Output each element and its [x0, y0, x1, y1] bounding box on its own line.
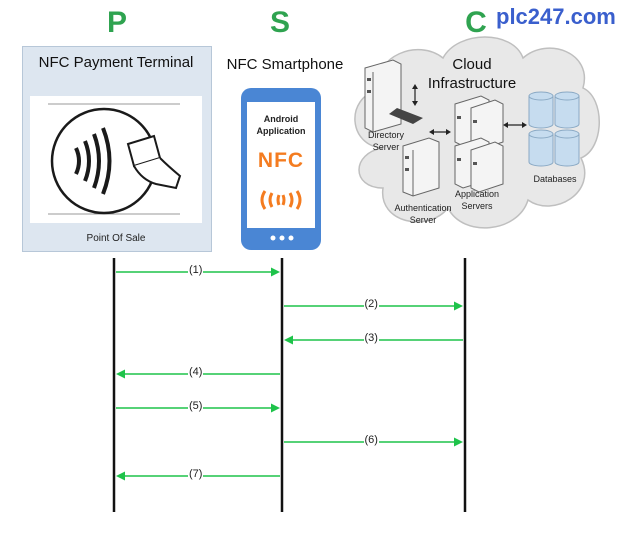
double-arrow-right-icon: [503, 122, 527, 128]
databases-label: Databases: [533, 174, 577, 184]
smartphone-screen: [247, 102, 315, 228]
message-label: (2): [363, 298, 379, 310]
message-label: (6): [363, 434, 379, 446]
directory-server-label: Directory Server: [367, 130, 404, 152]
phone-buttons-icon: [270, 235, 294, 241]
nfc-logo-text: NFC: [257, 149, 305, 172]
point-of-sale-label: Point Of Sale: [86, 233, 146, 244]
directory-server-icon: [364, 59, 423, 133]
android-app-label: Android Application: [256, 114, 306, 136]
message-label: (3): [363, 332, 379, 344]
contactless-icon: [48, 103, 182, 215]
message-label: (1): [188, 264, 204, 276]
nfc-waves-icon: [260, 190, 302, 210]
databases-icon: [528, 91, 580, 167]
watermark: plc247.com: [496, 4, 616, 29]
column-letter-c: C: [465, 6, 487, 39]
application-servers-label: Application Servers: [454, 189, 500, 211]
column-letter-p: P: [106, 6, 127, 39]
authentication-server-label: Authentication Server: [394, 203, 452, 225]
message-label: (7): [188, 468, 204, 480]
application-servers-icon: [454, 95, 504, 193]
cloud-title: Cloud Infrastructure: [427, 56, 517, 92]
double-arrow-left-icon: [429, 129, 451, 135]
message-label: (5): [188, 400, 204, 412]
payment-terminal-title: NFC Payment Terminal: [38, 54, 194, 71]
vertical-double-arrow-icon: [412, 84, 418, 106]
message-label: (4): [188, 366, 204, 378]
contactless-card: [30, 96, 202, 223]
authentication-server-icon: [402, 137, 440, 197]
cloud-components-drawing: [364, 59, 580, 197]
column-letter-s: S: [269, 6, 290, 39]
smartphone-title: NFC Smartphone: [226, 56, 344, 73]
